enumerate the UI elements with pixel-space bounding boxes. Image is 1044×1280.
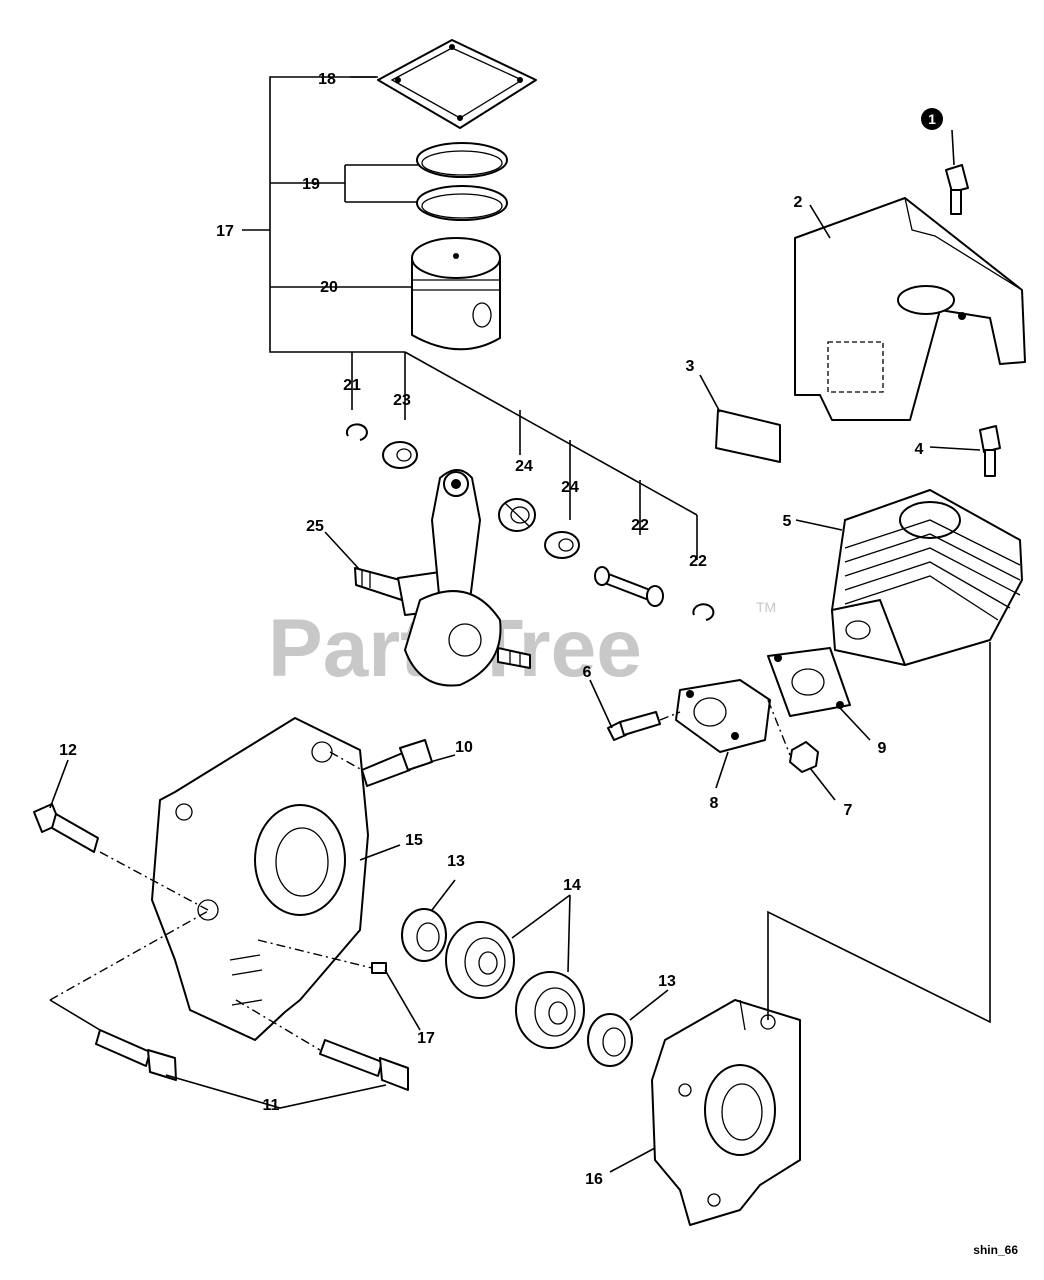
oil-seal-left	[401, 908, 447, 962]
callout-14: 14	[563, 877, 581, 894]
insulator-nut	[789, 741, 819, 773]
callout-13-upper: 13	[447, 853, 465, 870]
callout-20: 19	[302, 176, 320, 193]
insulator-gasket	[767, 647, 851, 717]
piston-rings	[416, 142, 508, 221]
callout-2: 2	[794, 194, 803, 211]
oil-seal-right	[587, 1013, 633, 1067]
crankshaft	[354, 469, 531, 687]
thrust-washer-right	[544, 531, 580, 559]
cylinder-screw	[979, 425, 1001, 477]
callout-22-right: 22	[689, 553, 707, 570]
cover-screw	[945, 164, 969, 215]
piston	[411, 237, 501, 351]
callout-17: 17	[417, 1030, 435, 1047]
insulator	[675, 679, 771, 753]
callout-25: 24	[515, 458, 533, 475]
callout-19: 18	[318, 71, 336, 88]
callout-12: 12	[59, 742, 77, 759]
circlip-right	[692, 603, 715, 621]
insulator-screw	[607, 711, 661, 741]
head-gasket	[377, 39, 537, 129]
callout-26: 25	[306, 518, 324, 535]
callout-11: 11	[263, 1097, 280, 1114]
callout-21: 20	[320, 279, 338, 296]
callout-6: 6	[583, 664, 592, 681]
callout-5: 5	[783, 513, 792, 530]
callout-15: 15	[405, 832, 423, 849]
note-marker: 1	[921, 108, 943, 130]
crankcase-bolt-lower-left	[95, 1029, 177, 1081]
svg-text:1: 1	[928, 111, 936, 127]
thrust-washer-left	[382, 441, 418, 469]
leader-lines	[49, 76, 981, 1173]
callout-labels: 18 19 17 20 21 23 24 24 22 22 25 2 3 4 5…	[59, 71, 923, 1188]
assembly-bracket	[242, 76, 698, 560]
callout-3: 3	[686, 358, 695, 375]
dowel-pin	[371, 962, 387, 974]
callout-8: 8	[710, 795, 719, 812]
callout-18: 17	[216, 223, 234, 240]
trademark: TM	[756, 599, 776, 615]
callout-13-lower: 13	[658, 973, 676, 990]
callout-24-right: 24	[561, 479, 579, 496]
crankcase-bolt-top	[361, 739, 433, 787]
alignment-lines	[49, 699, 791, 1051]
cylinder-link-line	[767, 642, 991, 1024]
cylinder	[831, 489, 1023, 666]
piston-pin	[594, 566, 664, 607]
callout-4: 4	[915, 441, 924, 458]
callout-10: 10	[455, 739, 473, 756]
circlip-left	[345, 423, 368, 441]
callout-23: 22	[631, 517, 649, 534]
ball-bearing-left	[445, 921, 515, 999]
crankcase-left	[151, 717, 369, 1041]
callout-24-left: 23	[393, 392, 411, 409]
callout-9: 9	[878, 740, 887, 757]
callout-7: 7	[844, 802, 853, 819]
reference-code: shin_66	[973, 1243, 1018, 1257]
cylinder-cover	[794, 197, 1026, 421]
needle-bearing	[498, 498, 536, 532]
crankcase-bolt-lower-right	[319, 1039, 409, 1091]
crankcase-bolt-left	[33, 803, 99, 853]
ball-bearing-right	[515, 971, 585, 1049]
crankcase-right	[651, 999, 801, 1226]
decal	[715, 409, 781, 463]
callout-16: 16	[585, 1171, 603, 1188]
callout-22-left: 21	[343, 377, 361, 394]
